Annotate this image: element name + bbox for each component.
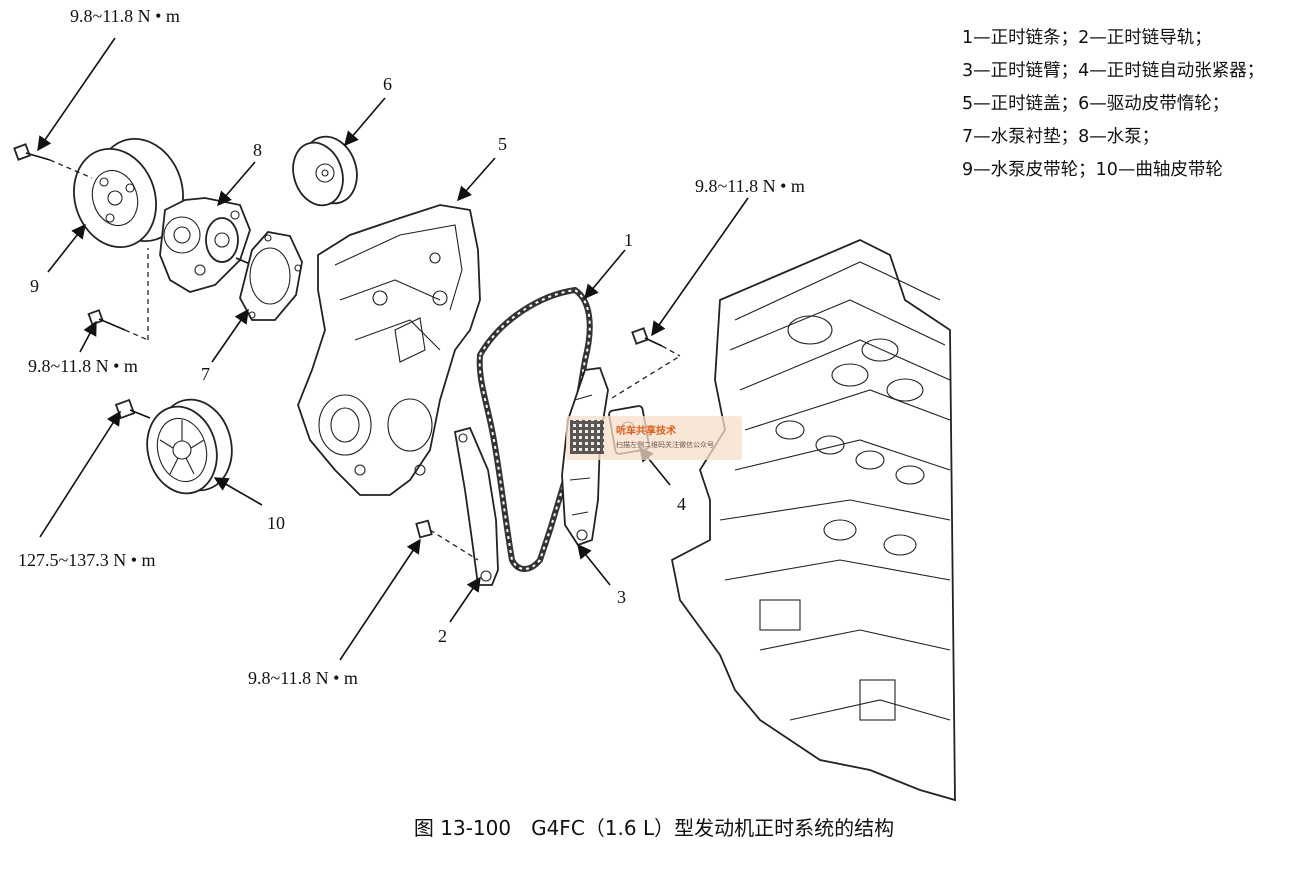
bolt-crankshaft	[114, 398, 151, 420]
drive-belt-idler	[292, 135, 358, 207]
callout-3: 3	[617, 587, 626, 607]
legend-line: 7—水泵衬垫；8—水泵；	[962, 127, 1160, 147]
legend-line: 3—正时链臂；4—正时链自动张紧器；	[962, 61, 1265, 81]
legend-line: 5—正时链盖；6—驱动皮带惰轮；	[962, 94, 1230, 114]
legend-line: 9—水泵皮带轮；10—曲轴皮带轮	[962, 160, 1223, 180]
qr-code-icon	[570, 420, 604, 454]
timing-chain-guide	[429, 426, 499, 586]
callout-1: 1	[624, 230, 633, 250]
callout-7: 7	[201, 364, 210, 384]
watermark-subtitle: 扫描左侧二维码关注微信公众号	[616, 441, 714, 449]
callout-8: 8	[253, 140, 262, 160]
torque-label-top-left: 9.8~11.8 N • m	[70, 6, 180, 26]
engine-block-outline	[670, 239, 956, 802]
callout-2: 2	[438, 626, 447, 646]
water-pump	[159, 197, 251, 293]
torque-label-right: 9.8~11.8 N • m	[695, 176, 805, 196]
torque-label-mid-left: 9.8~11.8 N • m	[28, 356, 138, 376]
water-pump-pulley	[73, 137, 184, 249]
bolt-pulley	[13, 143, 93, 179]
leader-lines	[37, 37, 749, 661]
bolt-chain-guide	[415, 519, 433, 539]
callout-9: 9	[30, 276, 39, 296]
legend-line: 1—正时链条；2—正时链导轨；	[962, 28, 1212, 48]
crankshaft-pulley	[146, 398, 233, 495]
torque-label-bottom: 9.8~11.8 N • m	[248, 668, 358, 688]
water-pump-gasket	[239, 231, 303, 321]
timing-chain	[476, 286, 593, 572]
watermark-title: 听车共享技术	[616, 426, 676, 437]
bolt-tensioner	[631, 327, 681, 357]
callout-5: 5	[498, 134, 507, 154]
figure-caption: 图 13-100 G4FC（1.6 L）型发动机正时系统的结构	[413, 816, 895, 840]
watermark-badge: 听车共享技术 扫描左侧二维码关注微信公众号	[566, 416, 742, 460]
torque-label-crank: 127.5~137.3 N • m	[18, 550, 156, 570]
bolt-water-pump	[87, 248, 149, 341]
timing-chain-cover	[297, 204, 481, 496]
callout-10: 10	[267, 513, 285, 533]
callout-4: 4	[677, 494, 686, 514]
parts-legend: 1—正时链条；2—正时链导轨； 3—正时链臂；4—正时链自动张紧器； 5—正时链…	[962, 22, 1302, 187]
callout-6: 6	[383, 74, 392, 94]
